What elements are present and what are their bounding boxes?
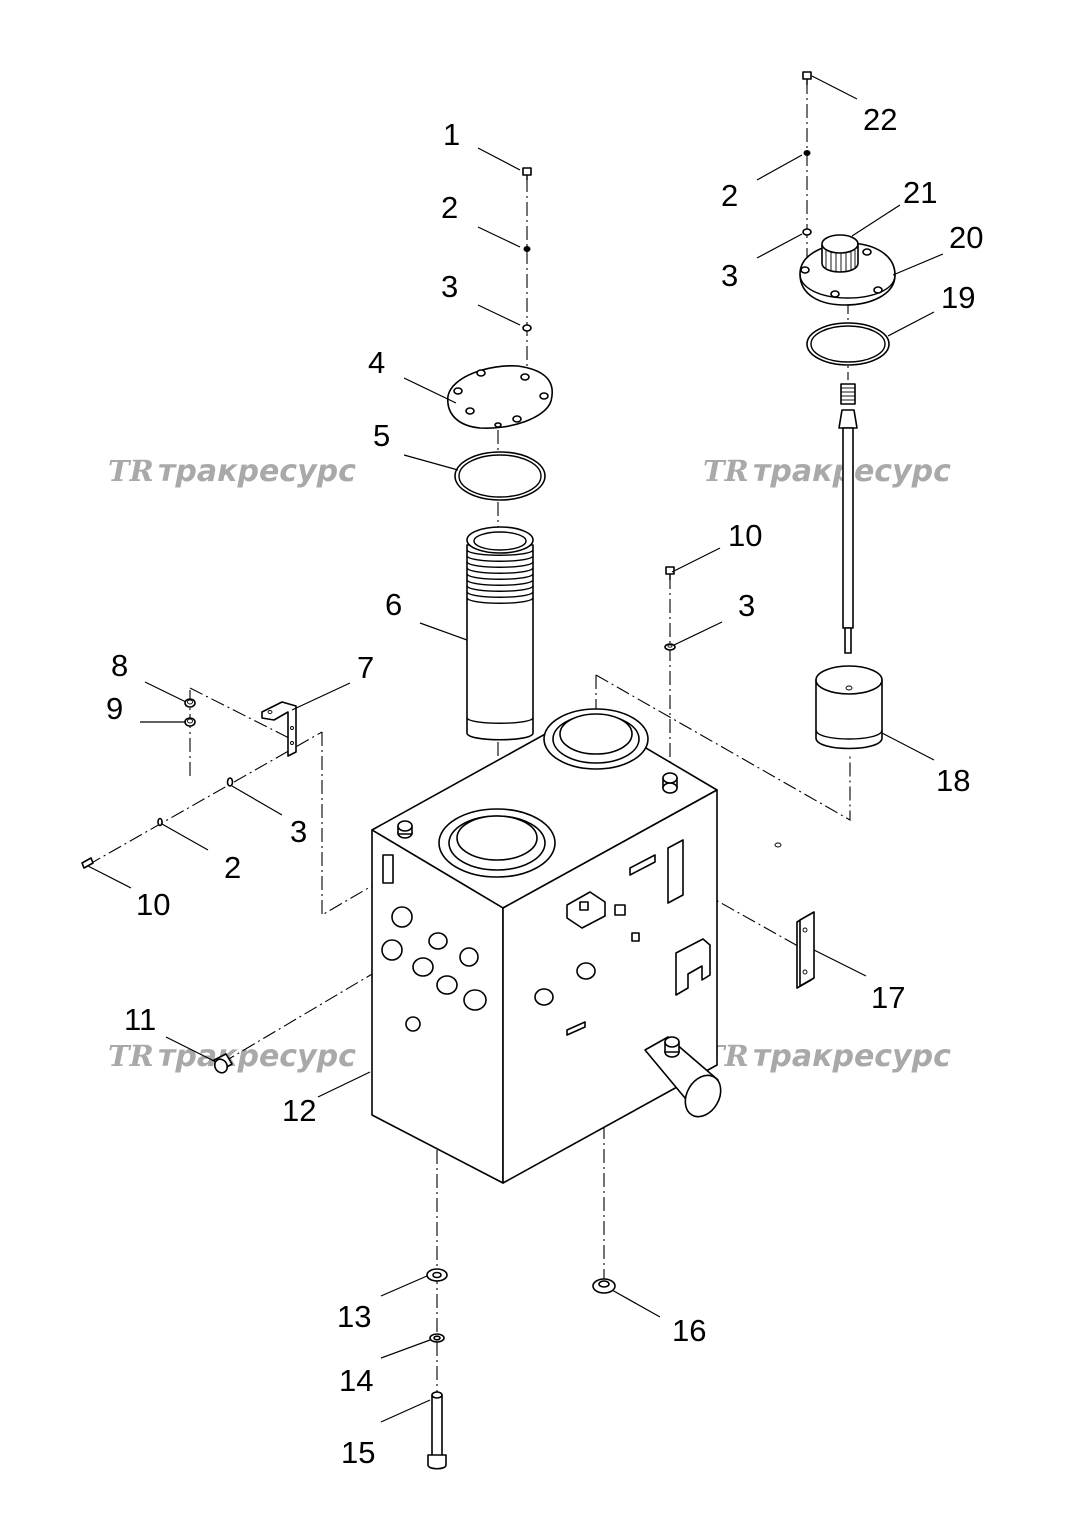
callout-15: 15 xyxy=(341,1435,375,1470)
svg-text:тракресурс: тракресурс xyxy=(158,1039,356,1074)
part-18-strainer xyxy=(815,383,883,750)
part-2-washer xyxy=(523,246,531,252)
part-10-bolt-bracket xyxy=(81,857,94,869)
part-1-bolt xyxy=(522,167,532,180)
tank-right-fittings xyxy=(534,839,711,1036)
watermark-bottom-right: TR тракресурс xyxy=(703,1039,951,1074)
callout-10-top: 10 xyxy=(728,518,762,553)
callout-16: 16 xyxy=(672,1313,706,1348)
part-14-o-ring xyxy=(429,1333,445,1343)
part-3-washer-breather xyxy=(802,228,812,236)
watermark-bottom-left: TR тракресурс xyxy=(108,1039,356,1074)
callout-5: 5 xyxy=(373,418,390,453)
part-2-washer-breather xyxy=(803,150,811,156)
watermark-top-right: TR тракресурс xyxy=(703,454,951,489)
svg-text:тракресурс: тракресурс xyxy=(753,1039,951,1074)
part-6-filter-element xyxy=(466,526,534,741)
callout-7: 7 xyxy=(357,650,374,685)
svg-text:тракресурс: тракресурс xyxy=(158,454,356,489)
tank-left-fittings xyxy=(381,854,487,1032)
callout-14: 14 xyxy=(339,1363,373,1398)
part-21-breather-cap xyxy=(821,234,859,273)
part-22-bolt xyxy=(802,71,812,85)
callout-21: 21 xyxy=(903,175,937,210)
part-10-bolt-top xyxy=(665,566,675,580)
callout-3-bracket: 3 xyxy=(290,814,307,849)
leader-lines xyxy=(87,75,944,1423)
watermark-top-left: TR тракресурс xyxy=(108,454,356,489)
callout-22: 22 xyxy=(863,102,897,137)
hydraulic-tank xyxy=(371,708,782,1184)
callout-2-breather: 2 xyxy=(721,178,738,213)
tank-filter-port xyxy=(438,808,556,878)
callout-4: 4 xyxy=(368,345,385,380)
part-3-washer-top xyxy=(664,643,676,651)
part-11-plug xyxy=(213,1053,233,1074)
part-9-nut xyxy=(184,717,196,727)
tank-breather-port xyxy=(543,708,649,770)
part-4-filter-cover xyxy=(447,365,553,429)
callout-13: 13 xyxy=(337,1299,371,1334)
callout-12: 12 xyxy=(282,1093,316,1128)
callout-20: 20 xyxy=(949,220,983,255)
part-7-bracket xyxy=(261,701,297,757)
callout-9: 9 xyxy=(106,691,123,726)
callout-17: 17 xyxy=(871,980,905,1015)
callout-labels: 1 2 3 4 5 6 7 8 9 3 2 10 10 3 11 12 13 1… xyxy=(106,102,983,1470)
callout-6: 6 xyxy=(385,587,402,622)
tank-suction-pipe xyxy=(644,1036,722,1118)
tank-top-boss-right xyxy=(662,772,678,794)
part-15-drain-bolt xyxy=(427,1391,447,1470)
part-3-washer-bracket xyxy=(226,777,234,787)
svg-text:TR: TR xyxy=(703,454,749,488)
callout-3-top: 3 xyxy=(738,588,755,623)
callout-2-bracket: 2 xyxy=(224,850,241,885)
svg-text:TR: TR xyxy=(108,1039,154,1073)
part-19-o-ring xyxy=(806,322,890,366)
callout-11: 11 xyxy=(124,1002,156,1037)
tank-top-boss-left xyxy=(397,820,413,839)
part-13-washer xyxy=(426,1268,448,1282)
part-8-nut xyxy=(184,698,196,708)
part-3-washer xyxy=(522,324,532,332)
callout-10-bracket: 10 xyxy=(136,887,170,922)
callout-3-breather: 3 xyxy=(721,258,738,293)
callout-1: 1 xyxy=(443,117,460,152)
callout-2: 2 xyxy=(441,190,458,225)
callout-3: 3 xyxy=(441,269,458,304)
callout-18: 18 xyxy=(936,763,970,798)
svg-text:TR: TR xyxy=(108,454,154,488)
assembly-centerlines xyxy=(87,80,851,1455)
part-5-o-ring xyxy=(454,451,546,501)
callout-19: 19 xyxy=(941,280,975,315)
part-17-sight-gauge xyxy=(796,911,815,989)
part-16-drain-plug xyxy=(592,1278,616,1294)
part-2-washer-bracket xyxy=(157,817,163,827)
callout-8: 8 xyxy=(111,648,128,683)
